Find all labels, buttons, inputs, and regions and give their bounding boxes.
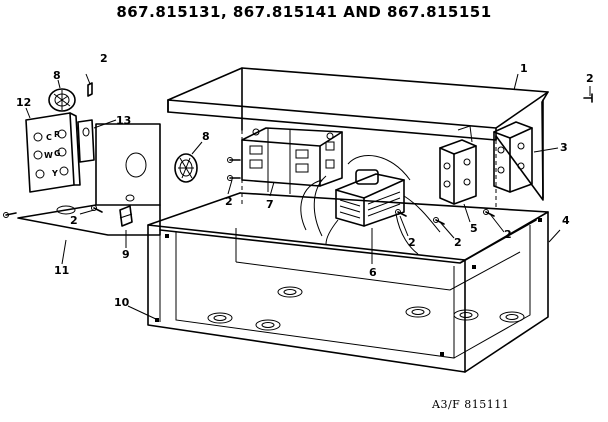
callout-4: 4 bbox=[562, 214, 570, 227]
callout-8-middle: 8 bbox=[202, 130, 210, 143]
terminal-label-c: C bbox=[46, 133, 52, 142]
fuse-clip bbox=[119, 205, 133, 227]
callout-2-bracket: 2 bbox=[70, 214, 78, 227]
callout-7: 7 bbox=[266, 198, 274, 211]
callouts: 1 2 2 2 2 2 2 2 3 4 5 6 7 8 8 9 10 11 12… bbox=[16, 52, 594, 309]
relay-5 bbox=[439, 125, 477, 205]
relay-assembly bbox=[241, 127, 343, 194]
callout-11: 11 bbox=[54, 264, 69, 277]
relay-3 bbox=[493, 121, 533, 193]
screws bbox=[3, 82, 593, 225]
callout-10: 10 bbox=[114, 296, 130, 309]
callout-2-right: 2 bbox=[586, 72, 594, 85]
callout-13: 13 bbox=[116, 114, 131, 127]
transformer bbox=[300, 155, 441, 255]
callout-1: 1 bbox=[520, 62, 528, 75]
grommet-upper bbox=[48, 88, 76, 112]
callout-5: 5 bbox=[470, 222, 478, 235]
callout-2-transformer: 2 bbox=[408, 236, 416, 249]
callout-9: 9 bbox=[122, 248, 130, 261]
leader-lines bbox=[25, 73, 591, 321]
callout-2-top: 2 bbox=[100, 52, 108, 65]
callout-2-relay3: 2 bbox=[504, 228, 512, 241]
mounting-holes bbox=[207, 286, 525, 331]
mounting-strip bbox=[77, 119, 95, 163]
terminal-label-g: G bbox=[54, 149, 61, 158]
side-bracket bbox=[17, 123, 161, 236]
diagram-title: 867.815131, 867.815141 AND 867.815151 bbox=[116, 3, 492, 21]
callout-2-relay5: 2 bbox=[454, 236, 462, 249]
callout-2-relay: 2 bbox=[225, 195, 233, 208]
grommet-middle bbox=[174, 153, 198, 183]
terminal-label-w: W bbox=[44, 151, 53, 160]
callout-3: 3 bbox=[560, 141, 568, 154]
callout-8-top: 8 bbox=[53, 69, 61, 82]
callout-12: 12 bbox=[16, 96, 31, 109]
terminal-label-r: R bbox=[54, 130, 60, 139]
chassis-base bbox=[147, 192, 549, 373]
cabinet-cover bbox=[167, 67, 549, 210]
terminal-board: C R W G Y bbox=[25, 112, 81, 193]
drawing-code: A3/F 815111 bbox=[432, 398, 510, 411]
callout-6: 6 bbox=[369, 266, 377, 279]
terminal-label-y: Y bbox=[51, 169, 58, 178]
